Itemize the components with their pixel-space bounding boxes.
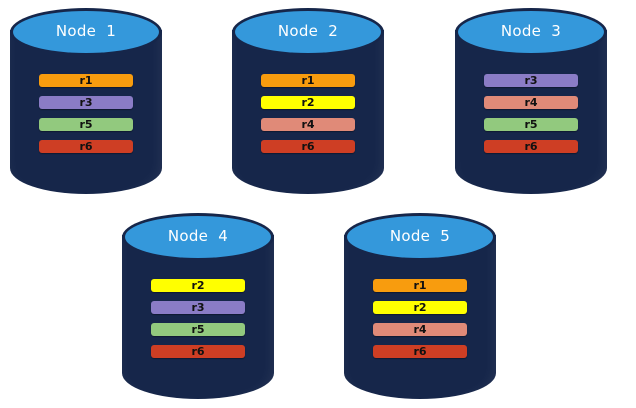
cylinder-top-ellipse [458, 11, 604, 53]
replica-bar[interactable]: r1 [39, 74, 133, 87]
replica-bar[interactable]: r4 [261, 118, 355, 131]
replica-bar[interactable]: r2 [261, 96, 355, 109]
replica-list: r1 r2 r4 r6 [261, 74, 355, 153]
cylinder-body [232, 30, 384, 194]
replica-list: r3 r4 r5 r6 [484, 74, 578, 153]
replica-bar[interactable]: r6 [484, 140, 578, 153]
replica-bar[interactable]: r5 [151, 323, 245, 336]
replica-list: r2 r3 r5 r6 [151, 279, 245, 358]
replica-bar[interactable]: r3 [151, 301, 245, 314]
replica-bar[interactable]: r4 [373, 323, 467, 336]
cylinder-body [455, 30, 607, 194]
replica-bar[interactable]: r4 [484, 96, 578, 109]
replica-bar[interactable]: r6 [39, 140, 133, 153]
cylinder-body [10, 30, 162, 194]
replica-bar[interactable]: r5 [39, 118, 133, 131]
replica-bar[interactable]: r2 [151, 279, 245, 292]
cylinder-body [344, 235, 496, 399]
replica-bar[interactable]: r6 [373, 345, 467, 358]
replica-bar[interactable]: r2 [373, 301, 467, 314]
replica-bar[interactable]: r1 [373, 279, 467, 292]
replica-bar[interactable]: r6 [261, 140, 355, 153]
replica-bar[interactable]: r5 [484, 118, 578, 131]
cylinder-body [122, 235, 274, 399]
cylinder-top-ellipse [235, 11, 381, 53]
replica-bar[interactable]: r3 [484, 74, 578, 87]
cylinder-top-ellipse [125, 216, 271, 258]
replica-bar[interactable]: r6 [151, 345, 245, 358]
cylinder-top-ellipse [347, 216, 493, 258]
replica-list: r1 r3 r5 r6 [39, 74, 133, 153]
replica-list: r1 r2 r4 r6 [373, 279, 467, 358]
cylinder-top-ellipse [13, 11, 159, 53]
replica-bar[interactable]: r3 [39, 96, 133, 109]
replica-bar[interactable]: r1 [261, 74, 355, 87]
